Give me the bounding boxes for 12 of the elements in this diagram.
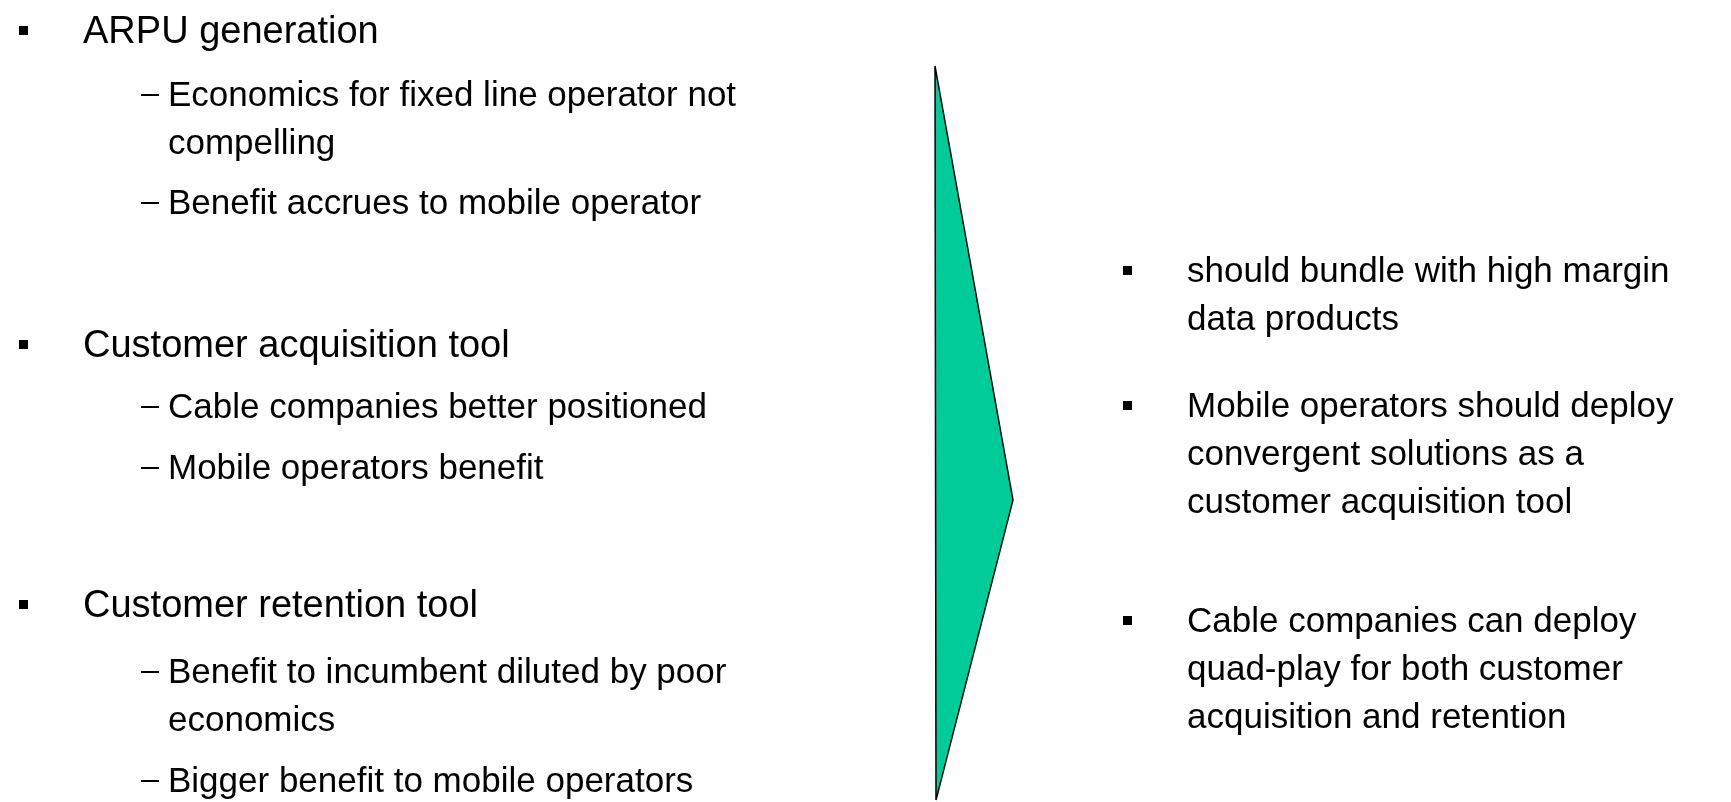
sub-bullet-text: Bigger benefit to mobile operators: [168, 759, 695, 801]
bullet-text: Mobile operators should deploy convergent solutions as a customer acquisition tool: [1187, 384, 1675, 522]
sub-bullet-text: Cable companies better positioned: [168, 385, 708, 427]
bullet-text: Cable companies can deploy quad-play for both customer acquisition and retention: [1187, 599, 1638, 737]
bullet-text: should bundle with high margin data products: [1187, 249, 1671, 339]
bullet-text: ARPU generation: [83, 8, 380, 53]
bullet-text: Customer retention tool: [83, 582, 479, 627]
sub-bullet-text: Economics for fixed line operator not compelling: [168, 73, 738, 163]
bullet-text: Customer acquisition tool: [83, 322, 511, 367]
sub-bullet-text: Benefit to incumbent diluted by poor economics: [168, 650, 728, 740]
sub-bullet-text: Mobile operators benefit: [168, 446, 545, 488]
sub-bullet-text: Benefit accrues to mobile operator: [168, 181, 703, 223]
